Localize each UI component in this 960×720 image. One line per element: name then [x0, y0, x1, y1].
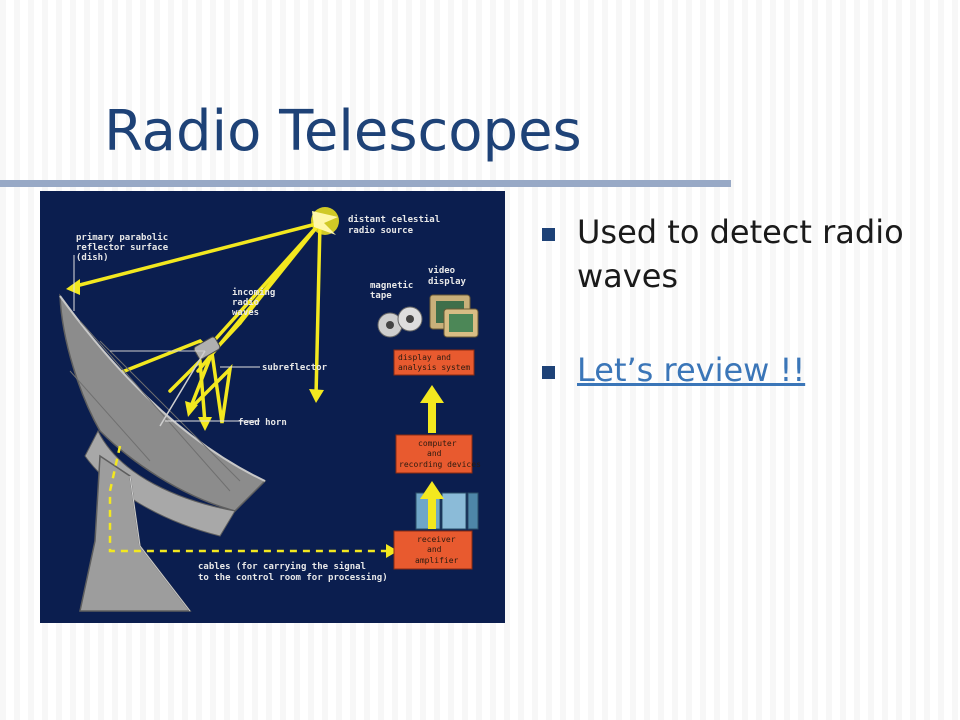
label-waves-2: radio	[232, 297, 259, 308]
receiver-amplifier-box	[393, 530, 473, 570]
label-cables-2: to the control room for processing)	[198, 572, 388, 583]
review-link[interactable]: Let’s review !!	[577, 351, 806, 389]
bullet-square-icon	[542, 228, 555, 241]
radio-telescope-diagram: distant celestial radio source primary p…	[40, 191, 505, 623]
label-dish-3: (dish)	[76, 252, 109, 263]
label-source-2: radio source	[348, 225, 414, 236]
radio-wave-rays	[70, 221, 322, 425]
label-video-2: display	[428, 276, 467, 287]
label-feedhorn: feed horn	[238, 418, 287, 428]
label-waves-3: waves	[232, 308, 259, 318]
bullet-square-icon	[542, 366, 555, 379]
bullet-list: Used to detect radio waves Let’s review …	[542, 210, 942, 392]
label-video-1: video	[428, 265, 455, 276]
telescope-pedestal	[79, 454, 192, 612]
bullet-text: Used to detect radio waves	[577, 213, 904, 295]
display-analysis-box	[393, 349, 475, 376]
box-receiver-line2: and	[427, 545, 442, 554]
flow-arrows	[420, 385, 444, 529]
label-cables-1: cables (for carrying the signal	[198, 561, 366, 572]
label-waves-1: incoming	[232, 287, 275, 298]
box-computer-line1: computer	[418, 439, 457, 448]
bullet-item: Let’s review !!	[542, 348, 942, 392]
label-dish-1: primary parabolic	[76, 232, 168, 243]
radio-source-icon	[311, 207, 339, 235]
telescope-dish	[59, 293, 267, 537]
slide-title: Radio Telescopes	[104, 99, 582, 164]
box-receiver-line1: receiver	[417, 535, 456, 544]
box-display-line2: analysis system	[398, 363, 470, 372]
magnetic-tape-icon	[377, 306, 423, 338]
label-leaders	[73, 255, 260, 422]
label-dish-2: reflector surface	[76, 243, 169, 253]
title-underline	[0, 180, 731, 187]
computer-recording-box	[395, 434, 473, 474]
label-source-1: distant celestial	[348, 214, 440, 225]
box-display-line1: display and	[398, 353, 451, 362]
box-computer-line3: recording devices	[399, 460, 481, 469]
bullet-item: Used to detect radio waves	[542, 210, 942, 298]
label-tape-2: tape	[370, 291, 392, 301]
box-receiver-line3: amplifier	[415, 556, 459, 565]
label-tape-1: magnetic	[370, 280, 413, 291]
label-subreflector: subreflector	[262, 363, 328, 373]
video-display-icon	[429, 294, 479, 338]
box-computer-line2: and	[427, 449, 442, 458]
